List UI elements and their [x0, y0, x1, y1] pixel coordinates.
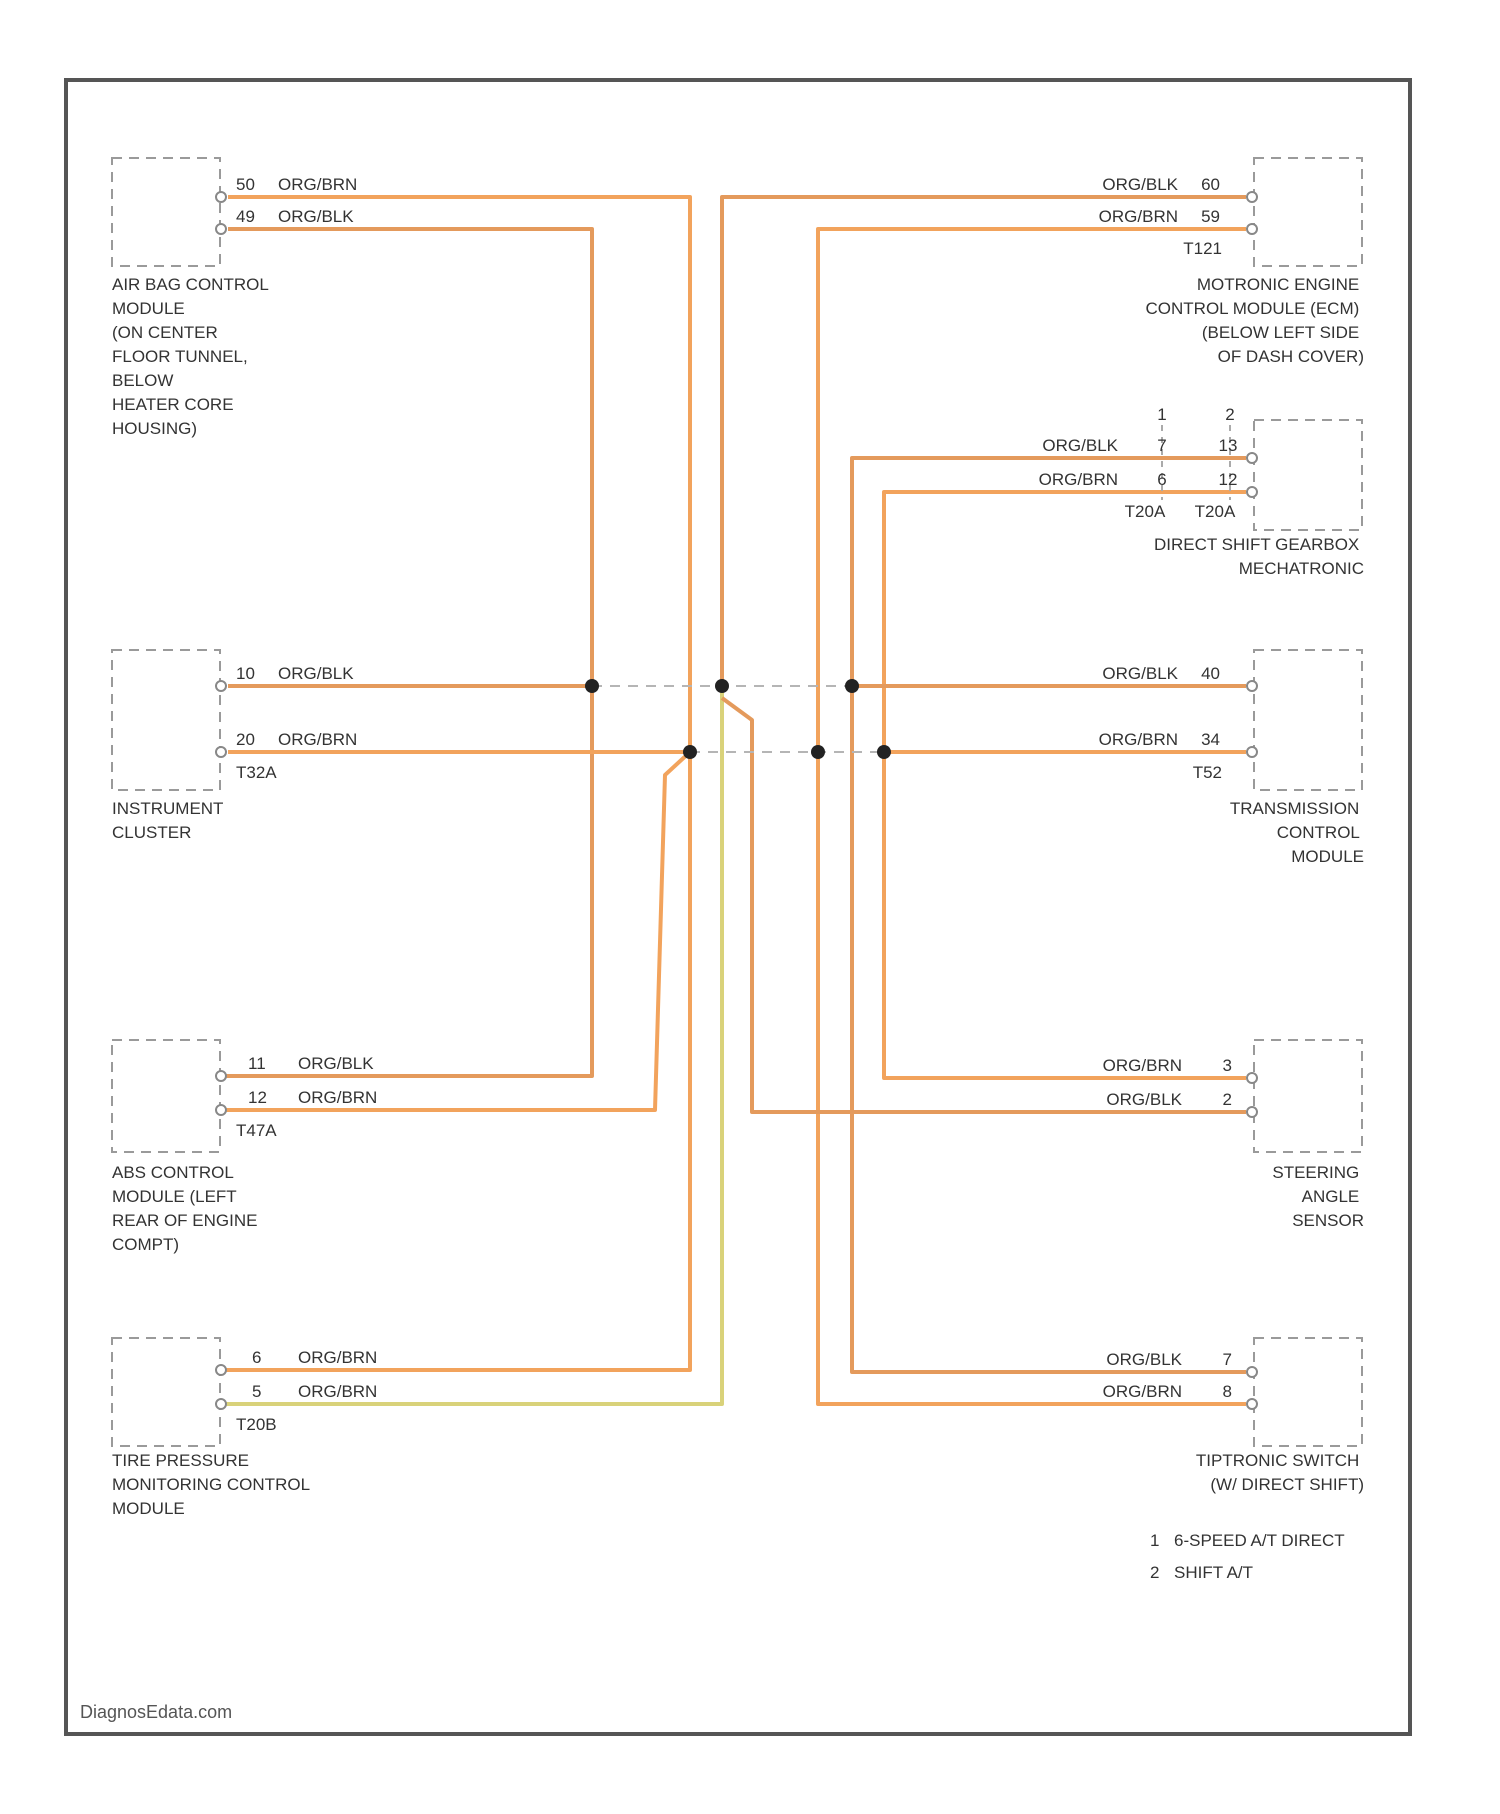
connector-dsg-1: T20A — [1125, 502, 1166, 521]
connector-ecm: T121 — [1183, 239, 1222, 258]
pin-tcm-40: 40 — [1201, 664, 1220, 683]
component-labels: AIR BAG CONTROL MODULE (ON CENTER FLOOR … — [112, 275, 1364, 1518]
wire-label-sas-3: ORG/BRN — [1103, 1056, 1182, 1075]
wire-label-sas-2: ORG/BLK — [1106, 1090, 1182, 1109]
tpms-module-box — [112, 1338, 220, 1446]
pin-tip-8: 8 — [1223, 1382, 1232, 1401]
wire-label-abs-12: ORG/BRN — [298, 1088, 377, 1107]
bus-dash — [592, 686, 884, 752]
wire-label-airbag-50: ORG/BRN — [278, 175, 357, 194]
abs-module-box — [112, 1040, 220, 1152]
dsg-mechatronic-box — [1254, 420, 1362, 530]
wire-label-tpms-6: ORG/BRN — [298, 1348, 377, 1367]
pin-abs-12: 12 — [248, 1088, 267, 1107]
components — [112, 158, 1362, 1446]
wire-label-ecm-59: ORG/BRN — [1099, 207, 1178, 226]
label-airbag-module: AIR BAG CONTROL MODULE (ON CENTER FLOOR … — [112, 275, 273, 438]
wire-label-dsg-brn: ORG/BRN — [1039, 470, 1118, 489]
splices — [585, 679, 891, 759]
pin-cluster-20: 20 — [236, 730, 255, 749]
wire-label-tpms-5: ORG/BRN — [298, 1382, 377, 1401]
wire-label-tcm-40: ORG/BLK — [1102, 664, 1178, 683]
connector-dsg-2: T20A — [1195, 502, 1236, 521]
wire-airbag-50 — [225, 197, 690, 1370]
splice-dot — [585, 679, 599, 693]
wire-label-tcm-34: ORG/BRN — [1099, 730, 1178, 749]
label-steering-angle-sensor: STEERING ANGLE SENSOR — [1272, 1163, 1364, 1230]
airbag-module-box — [112, 158, 220, 266]
splice-dot — [811, 745, 825, 759]
wire-airbag-49 — [225, 229, 592, 1076]
note-2-text: SHIFT A/T — [1174, 1563, 1253, 1582]
splice-dot — [845, 679, 859, 693]
tiptronic-switch-box — [1254, 1338, 1362, 1446]
pin-dsg-13: 13 — [1219, 436, 1238, 455]
wire-label-dsg-blk: ORG/BLK — [1042, 436, 1118, 455]
wire-tpms-5 — [225, 686, 722, 1404]
pin-airbag-49: 49 — [236, 207, 255, 226]
pin-tpms-5: 5 — [252, 1382, 261, 1401]
wire-ecm-60 — [722, 197, 1246, 686]
wire-cluster-20 — [225, 752, 690, 1110]
pin-cluster-10: 10 — [236, 664, 255, 683]
tcm-box — [1254, 650, 1362, 790]
left-wire-labels: 50 ORG/BRN 49 ORG/BLK 10 ORG/BLK 20 ORG/… — [236, 175, 377, 1434]
label-tiptronic-switch: TIPTRONIC SWITCH (W/ DIRECT SHIFT) — [1196, 1451, 1364, 1494]
pin-abs-11: 11 — [248, 1054, 266, 1073]
label-tcm: TRANSMISSION CONTROL MODULE — [1230, 799, 1364, 866]
wire-label-abs-11: ORG/BLK — [298, 1054, 374, 1073]
wire-label-tip-7: ORG/BLK — [1106, 1350, 1182, 1369]
pin-dsg-7: 7 — [1157, 436, 1166, 455]
wire-label-cluster-20: ORG/BRN — [278, 730, 357, 749]
right-wire-labels: ORG/BLK 60 ORG/BRN 59 T121 1 2 ORG/BLK 7… — [1039, 175, 1238, 1401]
label-tpms-module: TIRE PRESSURE MONITORING CONTROL MODULE — [112, 1451, 314, 1518]
pin-tpms-6: 6 — [252, 1348, 261, 1367]
pin-dsg-12: 12 — [1219, 470, 1238, 489]
variant-header-2: 2 — [1225, 405, 1234, 424]
splice-dot — [877, 745, 891, 759]
wire-label-cluster-10: ORG/BLK — [278, 664, 354, 683]
wire-dsg-7-13 — [852, 458, 1246, 1372]
note-1-number: 1 — [1150, 1531, 1159, 1550]
connector-tpms: T20B — [236, 1415, 277, 1434]
wire-label-ecm-60: ORG/BLK — [1102, 175, 1178, 194]
splice-dot — [715, 679, 729, 693]
pin-circles — [216, 192, 1257, 1409]
connector-cluster: T32A — [236, 763, 277, 782]
steering-angle-sensor-box — [1254, 1040, 1362, 1152]
pin-sas-3: 3 — [1223, 1056, 1232, 1075]
label-instrument-cluster: INSTRUMENT CLUSTER — [112, 799, 228, 842]
ecm-box — [1254, 158, 1362, 266]
label-abs-module: ABS CONTROL MODULE (LEFT REAR OF ENGINE … — [112, 1163, 262, 1254]
wire-steering-2 — [722, 698, 1246, 1112]
label-ecm: MOTRONIC ENGINE CONTROL MODULE (ECM) (BE… — [1146, 275, 1365, 366]
pin-tip-7: 7 — [1223, 1350, 1232, 1369]
connector-tcm: T52 — [1193, 763, 1222, 782]
pin-tcm-34: 34 — [1201, 730, 1220, 749]
variant-notes: 1 6-SPEED A/T DIRECT 2 SHIFT A/T — [1150, 1531, 1345, 1582]
pin-sas-2: 2 — [1223, 1090, 1232, 1109]
wire-label-tip-8: ORG/BRN — [1103, 1382, 1182, 1401]
variant-header-1: 1 — [1157, 405, 1166, 424]
wires — [225, 197, 1246, 1404]
wire-dsg-6-12 — [884, 492, 1246, 1078]
splice-dot — [683, 745, 697, 759]
note-1-text: 6-SPEED A/T DIRECT — [1174, 1531, 1345, 1550]
pin-ecm-59: 59 — [1201, 207, 1220, 226]
label-dsg-mechatronic: DIRECT SHIFT GEARBOX MECHATRONIC — [1154, 535, 1364, 578]
wire-label-airbag-49: ORG/BLK — [278, 207, 354, 226]
pin-ecm-60: 60 — [1201, 175, 1220, 194]
connector-abs: T47A — [236, 1121, 277, 1140]
instrument-cluster-box — [112, 650, 220, 790]
watermark: DiagnosEdata.com — [80, 1702, 232, 1722]
pin-airbag-50: 50 — [236, 175, 255, 194]
note-2-number: 2 — [1150, 1563, 1159, 1582]
pin-dsg-6: 6 — [1157, 470, 1166, 489]
